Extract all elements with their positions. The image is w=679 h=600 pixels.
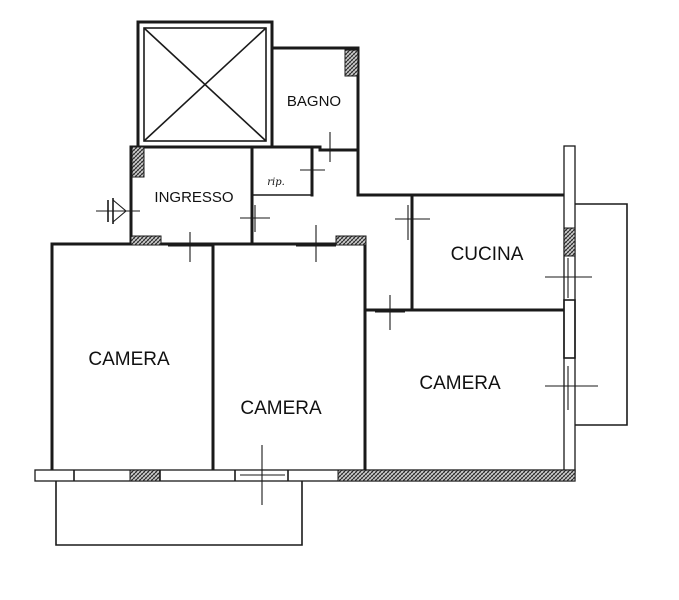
wall-pillar: [129, 469, 161, 482]
label-ingresso: INGRESSO: [154, 189, 233, 206]
wall-segment: [337, 469, 576, 482]
label-camera-right: CAMERA: [419, 373, 501, 394]
wall-pillar: [130, 146, 145, 178]
entrance-door-symbol: [96, 198, 140, 224]
label-camera-left: CAMERA: [88, 349, 170, 370]
bagno-room: [270, 46, 360, 197]
cucina-room: [356, 193, 567, 472]
label-bagno: BAGNO: [287, 93, 341, 110]
bottom-balcony: [55, 481, 303, 546]
wall-pillar: [130, 235, 162, 246]
wall-pillar: [344, 49, 359, 77]
label-camera-center: CAMERA: [240, 398, 322, 419]
label-cucina: CUCINA: [451, 244, 524, 265]
bedroom-top-wall: [50, 225, 367, 262]
elevator-shaft: [136, 20, 274, 149]
bedroom-walls: [50, 242, 215, 472]
bottom-facade: [34, 445, 576, 505]
wall-pillar: [563, 227, 576, 257]
wall-pillar: [335, 235, 367, 246]
label-ripostiglio: rip.: [267, 177, 285, 188]
ingresso-room: [129, 145, 325, 246]
